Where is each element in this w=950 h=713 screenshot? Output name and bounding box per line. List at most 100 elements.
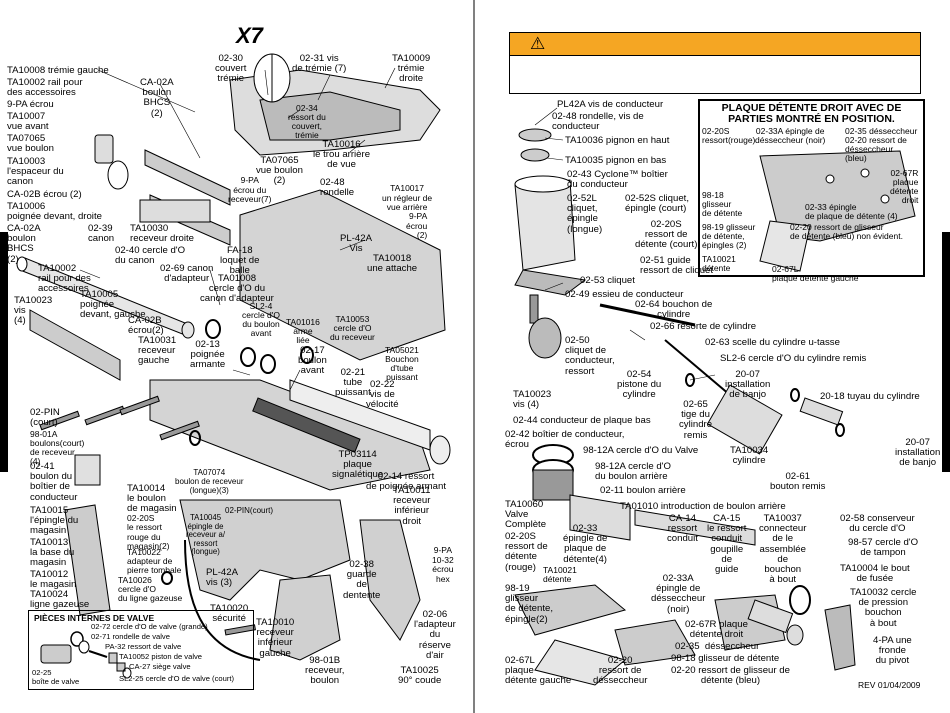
- label-ta01010: TA01010 introduction de boulon arrière: [620, 501, 786, 512]
- label-0221: 02-21 tube puissant: [335, 367, 371, 399]
- label-ta10011: TA10011 receveur inférieur droit: [393, 485, 431, 527]
- label-ta10007: TA10007 vue avant: [7, 111, 49, 133]
- label-0249: 02-49 essieu de conducteur: [565, 289, 684, 300]
- inset-title: PLAQUE DÉTENTE DROIT AVEC DE PARTIES MON…: [721, 102, 902, 125]
- bolt-valve: [532, 444, 756, 546]
- label-0250: 02-50 cliquet de conducteur, ressort: [565, 335, 615, 377]
- label-ta10009: TA10009 trémie droite: [392, 53, 431, 85]
- label-ta01016: TA01016 arme liée: [286, 317, 320, 345]
- label-0220-glisseur: 02-20 ressort de glisseur de détente (bl…: [671, 665, 790, 687]
- right-o-rings: [685, 373, 845, 437]
- revision-date: REV 01/04/2009: [858, 680, 921, 690]
- label-ta10018: TA10018 une attache: [367, 253, 418, 275]
- label-ta10034: TA10034 cylindre: [730, 445, 769, 467]
- label-9819-right: 98-19 glisseur de détente, épingle(2): [505, 583, 554, 625]
- label-0238: 02-38 guarde de dentente: [343, 559, 381, 601]
- label-0263: 02-63 scelle du cylindre u-tasse: [705, 337, 840, 348]
- label-sl26: SL2-6 cercle d'O du cylindre remis: [720, 353, 867, 364]
- inset-label-0233: 02-33 épingle de plaque de détente (4): [805, 202, 898, 221]
- receiver-drawing: [149, 189, 446, 491]
- label-0240: 02-40 cercle d'O du canon: [115, 245, 186, 267]
- valve-internals-box: PIÈCES INTERNES DE VALVE 02-72 cercle d'…: [28, 610, 254, 690]
- label-0264: 02-64 bouchon de cylindre: [635, 299, 713, 321]
- left-exploded-diagram: [16, 0, 475, 713]
- label-9812a-boulon: 98-12A cercle d'O du boulon arrière: [595, 461, 671, 483]
- label-ta10024: TA10024 ligne gazeuse: [30, 589, 90, 611]
- label-ta07065: TA07065 vue boulon: [7, 133, 54, 155]
- inset-drawing: [759, 150, 916, 272]
- label-0248: 02-48 rondelle: [320, 177, 355, 199]
- label-ta10060: TA10060 Valve Complète: [505, 499, 547, 531]
- label-ta10031: TA10031 receveur gauche: [138, 335, 177, 367]
- label-ta10020: TA10020 sécurité: [210, 603, 249, 625]
- label-0239: 02-39 canon: [88, 223, 115, 245]
- label-tp03114: TP03114 plaque signalétique: [332, 449, 384, 481]
- label-0252l: 02-52L cliquet, épingle (longue): [567, 193, 603, 235]
- label-ta10003: TA10003 l'espaceur du canon: [7, 156, 64, 188]
- label-ta10004: TA10004 le bout de fusée: [840, 563, 910, 585]
- label-ta10015: TA10015 l'épingle du magasin: [30, 505, 79, 537]
- warning-icon: ⚠: [530, 34, 546, 53]
- label-0231: 02-31 vis de trémie (7): [292, 53, 347, 75]
- o-rings: [161, 319, 314, 585]
- label-02pin: 02-PIN (court): [30, 407, 60, 429]
- gas-line: [184, 539, 261, 661]
- label-sl24: SL2-4 cercle d'O du boulon avant: [242, 301, 280, 338]
- inset-label-0220: 02-20 ressort de glisseur de détente (bl…: [790, 222, 903, 241]
- inset-label-0235: 02-35 désseccheur 02-20 ressort de désse…: [845, 126, 918, 163]
- label-ta07074: TA07074 boulon de receveur (longue)(3): [175, 468, 244, 495]
- label-9812a-valve: 98-12A cercle d'O du Valve: [583, 445, 699, 456]
- barrel-drawing: [16, 256, 195, 339]
- label-9801a: 98-01A boulons(court) de receveur (4): [30, 429, 85, 466]
- label-pl42a-3: PL-42A vis (3): [206, 567, 238, 589]
- label-ta10053: TA10053 cercle d'O du receveur: [330, 314, 375, 342]
- label-0261: 02-61 bouton remis: [770, 471, 826, 493]
- label-ta10012: TA10012 le magasin: [30, 569, 77, 591]
- warning-box: ⚠: [509, 32, 921, 94]
- label-ca02b: CA-02B écrou (2): [7, 189, 82, 200]
- bolts-and-pins: [39, 395, 256, 636]
- label-0266: 02-66 resorte de cylindre: [650, 321, 757, 332]
- left-page-edge-tab: [0, 232, 8, 472]
- label-ta10017: TA10017 un régleur de vue arrière: [382, 183, 433, 212]
- label-0230: 02-30 couvert trémie: [215, 53, 247, 85]
- label-ta01008: TA01008 cercle d'O du canon d'adapteur: [200, 273, 274, 305]
- label-0253: 02-53 cliquet: [580, 275, 635, 286]
- inset-label-9819: 98-19 glisseur de détente, épingles (2): [702, 222, 756, 250]
- label-0217: 02-17 boulon avant: [298, 345, 327, 377]
- label-0220s-detente: 02-20S ressort de détente (court): [635, 219, 698, 251]
- front-grip-parts: [94, 134, 211, 223]
- inset-label-0267l: 02-67L plaque détente gauche: [772, 264, 859, 283]
- label-ta05021: TA05021 Bouchon d'tube puissant: [385, 345, 419, 382]
- inset-label-ta10021: TA10021 détente: [702, 254, 736, 273]
- label-ta10022: TA10022 adapteur de pierre tombale: [127, 547, 182, 575]
- label-0243: 02-43 Cyclone™ boîtier du conducteur: [567, 169, 668, 191]
- label-ta10025: TA10025 90° coude: [398, 665, 442, 687]
- cyclone-housing: [514, 128, 587, 324]
- label-ca02a-left: CA-02A boulon BHCS (2): [7, 223, 41, 265]
- label-2018: 20-18 tuyau du cylindre: [820, 391, 920, 402]
- label-ta10016: TA10016 le trou arrière de vue: [313, 139, 371, 171]
- right-leader-lines: [534, 107, 716, 381]
- hopper-drawing: [229, 53, 441, 156]
- label-9pa-receveur: 9-PA écrou du receveur(7): [228, 175, 272, 204]
- label-pl42a: PL-42A Vis: [340, 233, 372, 255]
- right-page: ⚠: [475, 0, 950, 713]
- label-0242: 02-42 boîtier de conducteur, écrou: [505, 429, 625, 451]
- label-ta10013: TA10013 la base du magasin: [30, 537, 75, 569]
- label-pl42a-conducteur: PL42A vis de conducteur: [557, 99, 664, 110]
- label-0220-dessecheur: 02-20 ressort de désseccheur: [593, 655, 648, 687]
- label-0220s-rouge: 02-20S ressort de détente (rouge): [505, 531, 548, 573]
- label-ca14: CA-14 ressort conduit: [667, 513, 698, 545]
- label-ta10006: TA10006 poignée devant, droite: [7, 201, 102, 223]
- label-0254: 02-54 pistone du cylindre: [617, 369, 662, 401]
- label-0258: 02-58 conserveur du cercle d'O: [840, 513, 915, 535]
- valve-item-pa32: PA-32 ressort de valve: [105, 642, 182, 651]
- label-0244: 02-44 conducteur de plaque bas: [513, 415, 651, 426]
- label-2007-right: 20-07 installation de banjo: [895, 437, 941, 469]
- label-ta10026: TA10026 cercle d'O du ligne gazeuse: [118, 575, 183, 603]
- label-ta10021-right: TA10021 détente: [543, 565, 577, 584]
- valve-item-0272: 02-72 cercle d'O de valve (grande): [91, 622, 208, 631]
- grip-frame: [179, 499, 421, 661]
- label-ta10002-top: TA10002 rail pour des accessoires: [7, 77, 83, 99]
